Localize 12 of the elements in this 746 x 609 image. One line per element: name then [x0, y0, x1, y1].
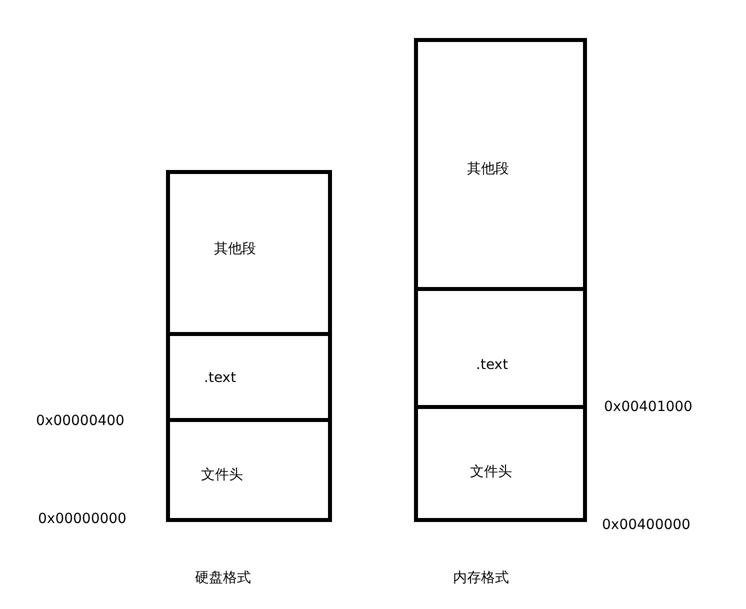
segment-label: .text: [204, 370, 236, 386]
segment-label: 文件头: [470, 463, 512, 481]
segment-label: 其他段: [467, 160, 509, 178]
segment-label: 其他段: [214, 240, 256, 258]
address-label: 0x00000400: [36, 413, 124, 429]
format-caption: 硬盘格式: [195, 569, 251, 587]
format-caption: 内存格式: [453, 569, 509, 587]
address-label: 0x00400000: [602, 517, 690, 533]
address-label: 0x00000000: [38, 511, 126, 527]
address-label: 0x00401000: [604, 399, 692, 415]
segment-label: 文件头: [201, 466, 243, 484]
segment-label: .text: [476, 357, 508, 373]
